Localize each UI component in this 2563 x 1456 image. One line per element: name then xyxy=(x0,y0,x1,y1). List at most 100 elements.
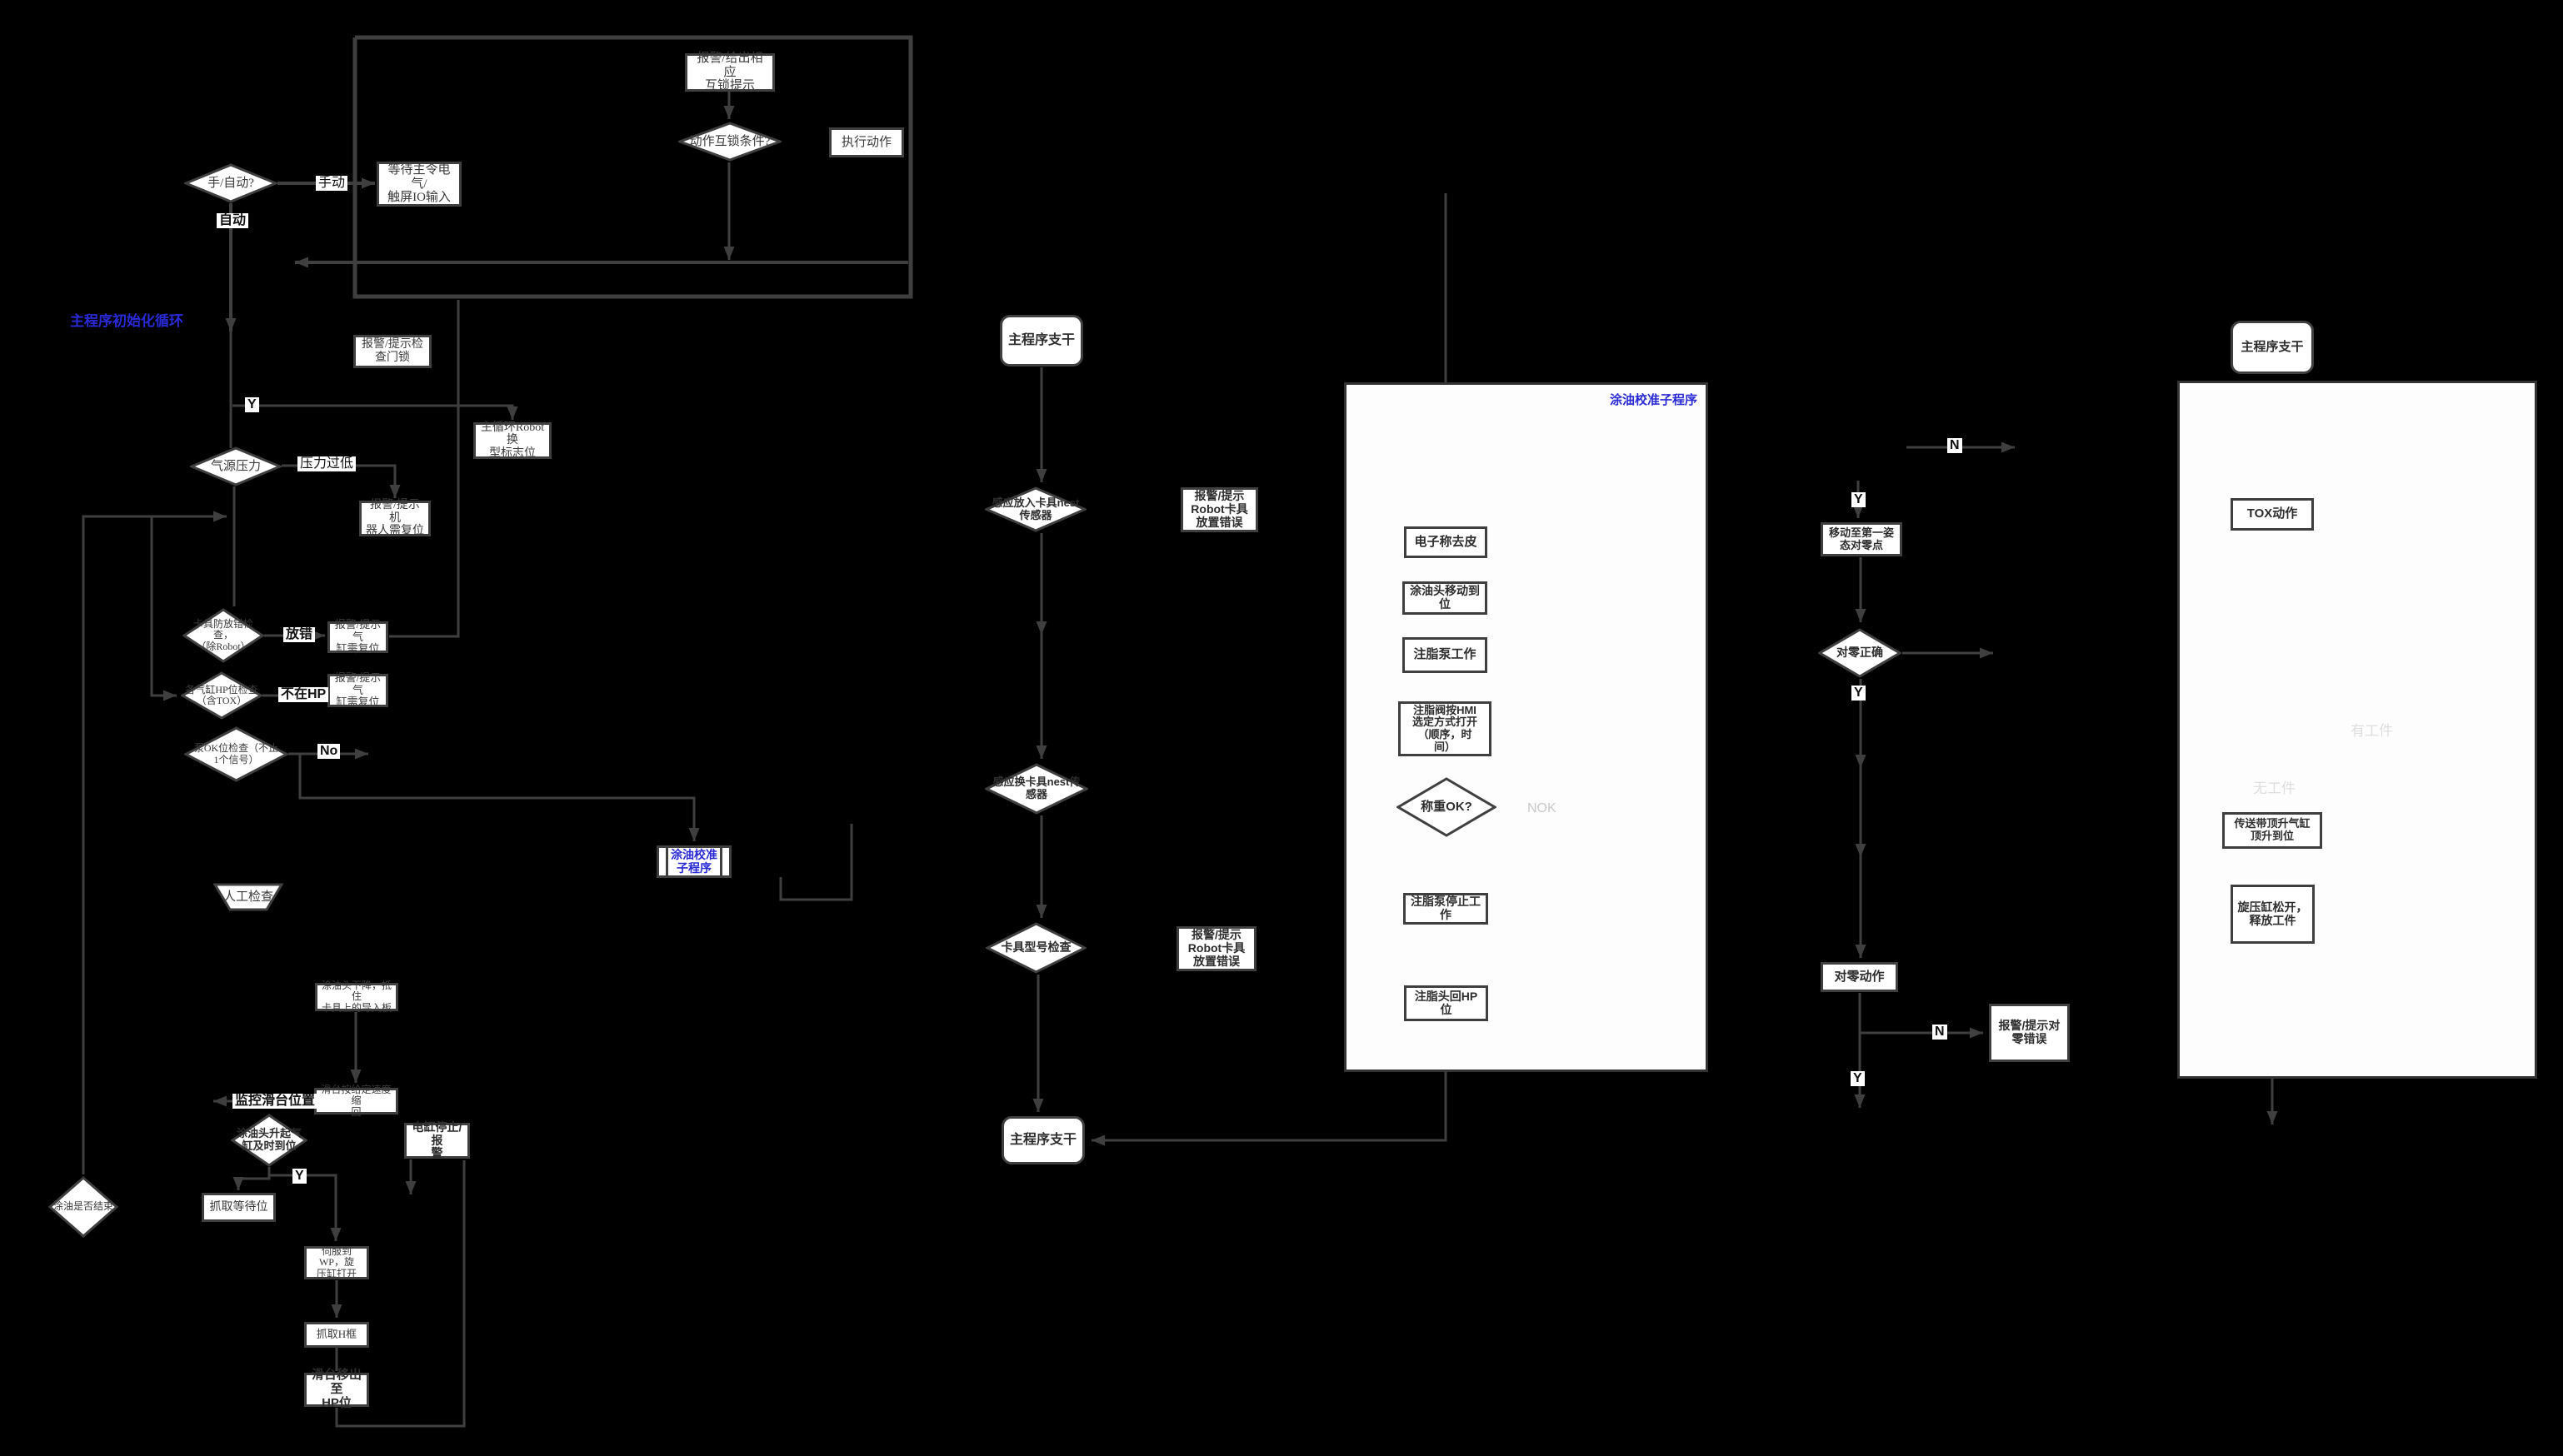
decision-air-pressure-label: 气源压力 xyxy=(210,459,261,473)
label-misplaced: 放错 xyxy=(283,627,316,643)
subroutine-oiling-calibration-label: 涂油校准 子程序 xyxy=(671,847,717,875)
arrowhead xyxy=(331,1304,342,1318)
arrowhead xyxy=(225,318,237,332)
arrowhead xyxy=(1855,755,1866,768)
box-grease-pump-stop: 注脂泵停止工 作 xyxy=(1403,893,1488,925)
box-grab-h-frame: 抓取H框 xyxy=(304,1322,369,1348)
box-alarm-check-door-lock-label: 报警/提示检 查门锁 xyxy=(362,338,423,364)
decision-weighing-ok-label: 称重OK? xyxy=(1421,799,1472,814)
decision-fixture-nest-sensor-change-label: 感应换卡具nest传 感器 xyxy=(992,775,1081,800)
box-grease-head-hp: 注脂头回HP 位 xyxy=(1404,985,1488,1021)
box-grease-pump-stop-label: 注脂泵停止工 作 xyxy=(1411,895,1481,921)
decision-action-interlock-label: 动作互锁条件? xyxy=(689,134,771,148)
arrowhead xyxy=(1980,647,1993,659)
decision-oiling-finished-label: 涂油是否结束 xyxy=(52,1200,113,1213)
box-oil-head-down: 涂油头下降，抵住 卡具上的导入板 xyxy=(315,980,398,1013)
box-ecylinder-stop-alarm: 电缸停止/报 警 xyxy=(404,1120,470,1159)
box-tox-action: TOX动作 xyxy=(2231,498,2314,531)
decision-oil-head-lift-cylinder-shape xyxy=(231,1114,307,1167)
label-no-pump: No xyxy=(317,744,341,760)
box-spin-cylinder-release: 旋压缸松开， 释放工件 xyxy=(2231,885,2315,944)
box-execute-action: 执行动作 xyxy=(829,127,904,157)
box-grab-wait-position-label: 抓取等待位 xyxy=(209,1200,268,1214)
decision-fixture-nest-sensor-change-shape xyxy=(985,763,1088,815)
decision-manual-auto-label: 手/自动? xyxy=(207,176,254,190)
arrowhead xyxy=(330,1228,342,1241)
label-yes-door: Y xyxy=(245,397,259,413)
decision-zero-correct: 对零正确 xyxy=(1818,628,1901,678)
decision-air-pressure-shape xyxy=(190,446,282,486)
edge-lift-to-wait xyxy=(237,1167,271,1190)
decision-zero-correct-shape xyxy=(1818,628,1901,678)
decision-fixture-model-check-label: 卡具型号检查 xyxy=(1001,940,1072,955)
arrowhead xyxy=(1855,945,1866,958)
arrowhead xyxy=(1032,1099,1044,1112)
box-execute-action-label: 执行动作 xyxy=(841,135,892,149)
arrowhead xyxy=(1854,1094,1866,1108)
arrowhead xyxy=(1036,469,1047,482)
label-pressure-low: 压力过低 xyxy=(297,456,357,472)
subroutine-bar xyxy=(666,848,668,875)
box-oil-head-move-label: 涂油头移动到 位 xyxy=(1410,584,1480,611)
label-has-part: 有工件 xyxy=(2351,723,2393,739)
arrowhead xyxy=(2266,1111,2278,1124)
manual-inspection-shape xyxy=(213,883,283,911)
arrowhead xyxy=(1970,1027,1983,1039)
arrowhead xyxy=(350,1070,362,1083)
box-alarm-interlock-hint: 报警/给出相应 互锁提示 xyxy=(685,51,775,93)
decision-weighing-ok-shape xyxy=(1396,777,1496,837)
box-move-first-zero: 移动至第一姿 态对零点 xyxy=(1821,522,1902,556)
box-grease-head-hp-label: 注脂头回HP 位 xyxy=(1414,989,1478,1016)
decision-cylinder-hp-check-shape xyxy=(181,671,262,720)
box-alarm-cylinder-reset-1-label: 报警/提示气 缸需复位 xyxy=(334,618,382,656)
box-servo-wp-spin-open: 伺服到WP，旋 压缸打开 xyxy=(304,1245,369,1279)
annotation-main-init-loop: 主程序初始化循环 xyxy=(70,313,183,329)
box-alarm-robot-fixture-error-1: 报警/提示 Robot卡具 放置错误 xyxy=(1181,487,1258,532)
box-grease-valve-open: 注脂阀按HMI 选定方式打开 （顺序，时 间） xyxy=(1398,701,1491,756)
label-auto: 自动 xyxy=(217,213,249,229)
subroutine-oiling-calibration: 涂油校准 子程序 xyxy=(657,845,732,878)
box-scale-tare: 电子称去皮 xyxy=(1404,526,1487,558)
arrowhead xyxy=(232,1177,244,1190)
panel-right-main xyxy=(2177,381,2537,1079)
subroutine-bar xyxy=(720,848,722,875)
box-conveyor-lift-cylinder-label: 传送带顶升气缸 顶升到位 xyxy=(2234,817,2311,842)
decision-cylinder-hp-check: 各气缸HP位检查 （含TOX） xyxy=(181,671,262,720)
box-move-first-zero-label: 移动至第一姿 态对零点 xyxy=(1828,526,1894,551)
arrowhead xyxy=(1855,609,1866,622)
box-spin-cylinder-release-label: 旋压缸松开， 释放工件 xyxy=(2237,900,2308,927)
decision-oiling-finished: 涂油是否结束 xyxy=(48,1176,118,1238)
box-alarm-zero-error-label: 报警/提示对 零错误 xyxy=(1998,1019,2061,1045)
decision-action-interlock: 动作互锁条件? xyxy=(678,122,782,162)
arrowhead xyxy=(2001,441,2015,453)
box-conveyor-lift-cylinder: 传送带顶升气缸 顶升到位 xyxy=(2222,812,2322,849)
box-slide-out-hp-label: 滑台移出至 HP位 xyxy=(311,1368,362,1410)
label-nok: NOK xyxy=(1527,801,1556,815)
box-grease-pump-work-label: 注脂泵工作 xyxy=(1413,647,1476,662)
decision-fixture-error-check-label: 卡具防放错检查， （除Robot） xyxy=(192,617,253,652)
box-alarm-robot-fixture-error-1-label: 报警/提示 Robot卡具 放置错误 xyxy=(1191,489,1248,529)
box-alarm-robot-reset-label: 报警/提示机 器人需复位 xyxy=(366,499,424,538)
decision-weighing-ok: 称重OK? xyxy=(1396,777,1496,837)
arrowhead xyxy=(1036,621,1047,635)
box-alarm-cylinder-reset-1: 报警/提示气 缸需复位 xyxy=(327,618,388,656)
box-alarm-interlock-hint-label: 报警/给出相应 互锁提示 xyxy=(697,51,763,93)
label-no-part: 无工件 xyxy=(2253,780,2296,796)
decision-action-interlock-shape xyxy=(678,122,782,162)
decision-manual-auto-shape xyxy=(184,163,277,203)
rounded-main-branch-bottom: 主程序支干 xyxy=(1002,1116,1085,1164)
label-n-zero-top: N xyxy=(1947,438,1962,454)
box-main-loop-robot-flag: 主循环Robot换 型标志位 xyxy=(473,421,552,460)
box-slide-retract: 滑台按给定速度缩 回 xyxy=(314,1084,398,1117)
decision-zero-correct-label: 对零正确 xyxy=(1836,646,1883,660)
decision-pump-ok-check-shape xyxy=(184,726,288,782)
decision-fixture-model-check: 卡具型号检查 xyxy=(986,922,1087,974)
box-slide-retract-label: 滑台按给定速度缩 回 xyxy=(321,1083,392,1118)
decision-fixture-error-check-shape xyxy=(182,608,264,663)
box-slide-out-hp: 滑台移出至 HP位 xyxy=(304,1368,369,1410)
box-wait-master-io: 等待主令电气/ 触屏IO输入 xyxy=(377,162,462,207)
label-y-zero-action: Y xyxy=(1851,1071,1865,1087)
box-alarm-cylinder-reset-2-label: 报警/提示气 缸需复位 xyxy=(334,671,382,709)
decision-fixture-nest-sensor-in-shape xyxy=(985,486,1087,532)
